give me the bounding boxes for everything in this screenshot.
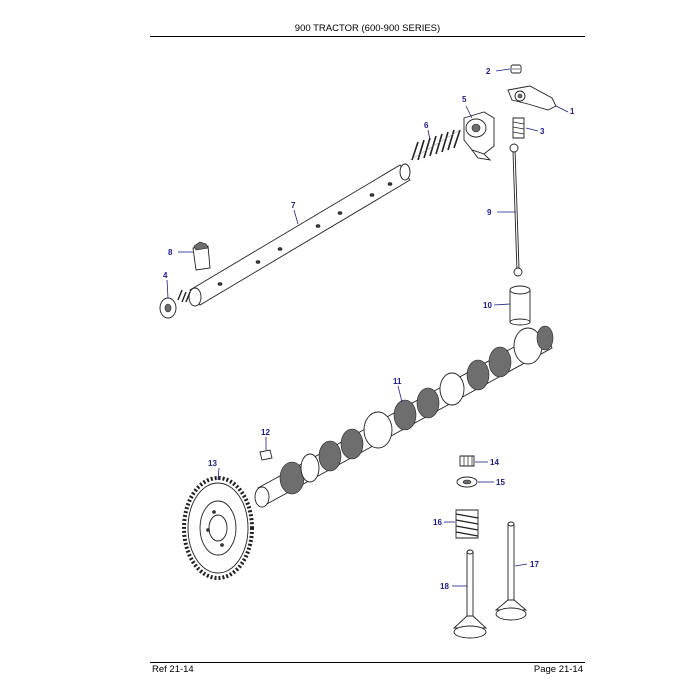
callout-13: 13 (208, 459, 217, 468)
callout-12: 12 (261, 428, 270, 437)
valve-collets-part (459, 455, 475, 467)
camshaft-part (254, 325, 554, 508)
cam-gear-part (182, 476, 254, 580)
callout-15: 15 (496, 478, 505, 487)
callout-6: 6 (424, 121, 429, 130)
locating-screw-part (192, 241, 211, 271)
end-plug-part (159, 297, 177, 319)
callout-3: 3 (540, 127, 545, 136)
header-rule (150, 36, 585, 37)
callout-14: 14 (490, 458, 499, 467)
callout-7: 7 (291, 201, 296, 210)
exhaust-valve-part (494, 521, 528, 621)
footer-rule (150, 662, 585, 663)
inlet-valve-part (452, 549, 488, 639)
rocker-arm-part (507, 85, 557, 111)
callout-2: 2 (486, 67, 491, 76)
callout-18: 18 (440, 582, 449, 591)
small-spring-part (512, 117, 525, 139)
callout-9: 9 (487, 208, 492, 217)
callout-1: 1 (570, 107, 575, 116)
rocker-bracket-part (463, 111, 495, 161)
callout-17: 17 (530, 560, 539, 569)
page-label: Page 21-14 (533, 664, 583, 675)
tappet-part (509, 285, 531, 326)
ref-label: Ref 21-14 (152, 664, 194, 675)
shaft-spring-part (409, 129, 461, 161)
push-rod-part (509, 143, 523, 277)
callout-4: 4 (163, 271, 168, 280)
valve-spring-part (455, 509, 479, 539)
callout-16: 16 (433, 518, 442, 527)
callout-5: 5 (462, 95, 467, 104)
adjuster-screw-part (510, 64, 522, 74)
page-title: 900 TRACTOR (600-900 SERIES) (294, 23, 441, 34)
rocker-shaft-part (177, 163, 411, 307)
callout-8: 8 (168, 248, 173, 257)
callout-11: 11 (393, 377, 402, 386)
key-part (259, 449, 273, 461)
callout-10: 10 (483, 301, 492, 310)
spring-retainer-part (456, 476, 478, 488)
